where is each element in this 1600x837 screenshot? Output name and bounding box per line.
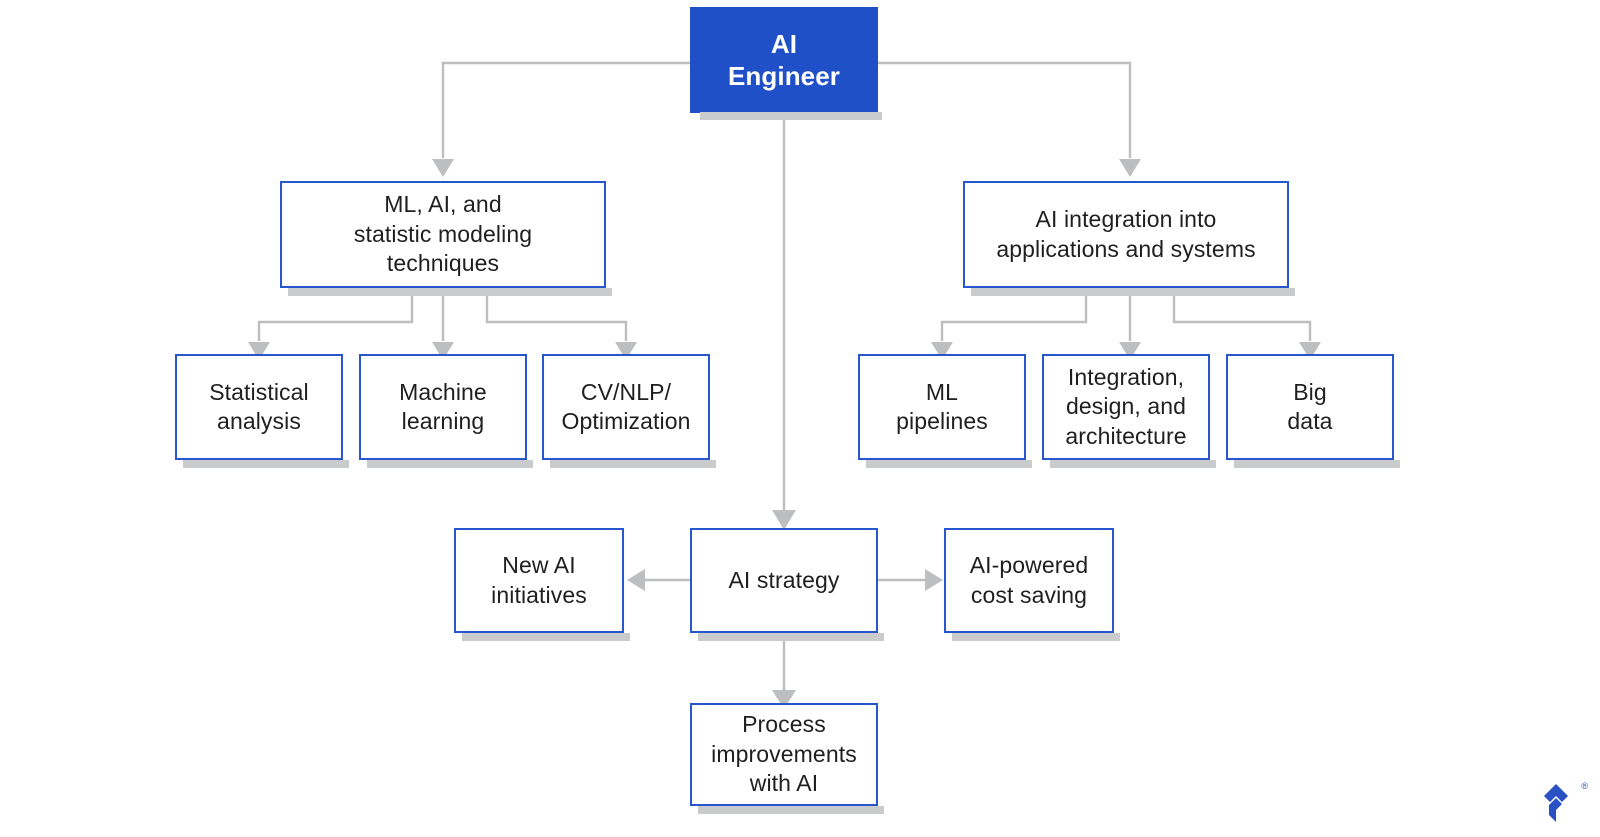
- edge-root-to-branch-right: [878, 61, 1132, 158]
- toptal-logo: ®: [1532, 781, 1588, 825]
- node-right-leaf-3-label: Big data: [1287, 378, 1333, 434]
- node-big-data[interactable]: Big data: [1226, 354, 1400, 468]
- node-ai-powered-cost-saving[interactable]: AI-powered cost saving: [944, 528, 1120, 641]
- node-strategy-left-label: New AI initiatives: [491, 552, 587, 608]
- node-right-leaf-1-label: ML pipelines: [896, 378, 988, 434]
- node-left-leaf-3-label: CV/NLP/ Optimization: [561, 378, 691, 434]
- edge-root-to-branch-left: [441, 61, 690, 158]
- node-integration-design-architecture[interactable]: Integration, design, and architecture: [1042, 354, 1216, 468]
- node-ai-strategy[interactable]: AI strategy: [690, 528, 884, 641]
- registered-trademark-icon: ®: [1581, 781, 1588, 791]
- node-statistical-analysis[interactable]: Statistical analysis: [175, 354, 349, 468]
- node-branch-right-label: AI integration into applications and sys…: [996, 206, 1256, 262]
- node-branch-left-label: ML, AI, and statistic modeling technique…: [353, 191, 533, 277]
- node-root-label: AI Engineer: [727, 28, 841, 92]
- node-left-leaf-1-label: Statistical analysis: [209, 378, 309, 434]
- node-machine-learning[interactable]: Machine learning: [359, 354, 533, 468]
- node-strategy-bottom-label: Process improvements with AI: [711, 711, 857, 797]
- node-process-improvements-with-ai[interactable]: Process improvements with AI: [690, 703, 884, 814]
- node-ml-pipelines[interactable]: ML pipelines: [858, 354, 1032, 468]
- node-strategy-right-label: AI-powered cost saving: [969, 552, 1089, 608]
- node-new-ai-initiatives[interactable]: New AI initiatives: [454, 528, 630, 641]
- node-strategy-label: AI strategy: [728, 566, 840, 593]
- node-left-leaf-2-label: Machine learning: [399, 378, 487, 434]
- arrowhead-strategy-right: [925, 569, 943, 591]
- node-root-ai-engineer[interactable]: AI Engineer: [690, 7, 882, 120]
- node-ml-ai-statistic-modeling[interactable]: ML, AI, and statistic modeling technique…: [280, 181, 612, 296]
- arrowhead-strategy: [772, 510, 796, 530]
- node-cv-nlp-optimization[interactable]: CV/NLP/ Optimization: [542, 354, 716, 468]
- arrowhead-branch-left: [432, 159, 454, 177]
- node-ai-integration[interactable]: AI integration into applications and sys…: [963, 181, 1295, 296]
- node-right-leaf-2-label: Integration, design, and architecture: [1065, 363, 1187, 449]
- arrowhead-strategy-left: [627, 569, 645, 591]
- arrowhead-branch-right: [1119, 159, 1141, 177]
